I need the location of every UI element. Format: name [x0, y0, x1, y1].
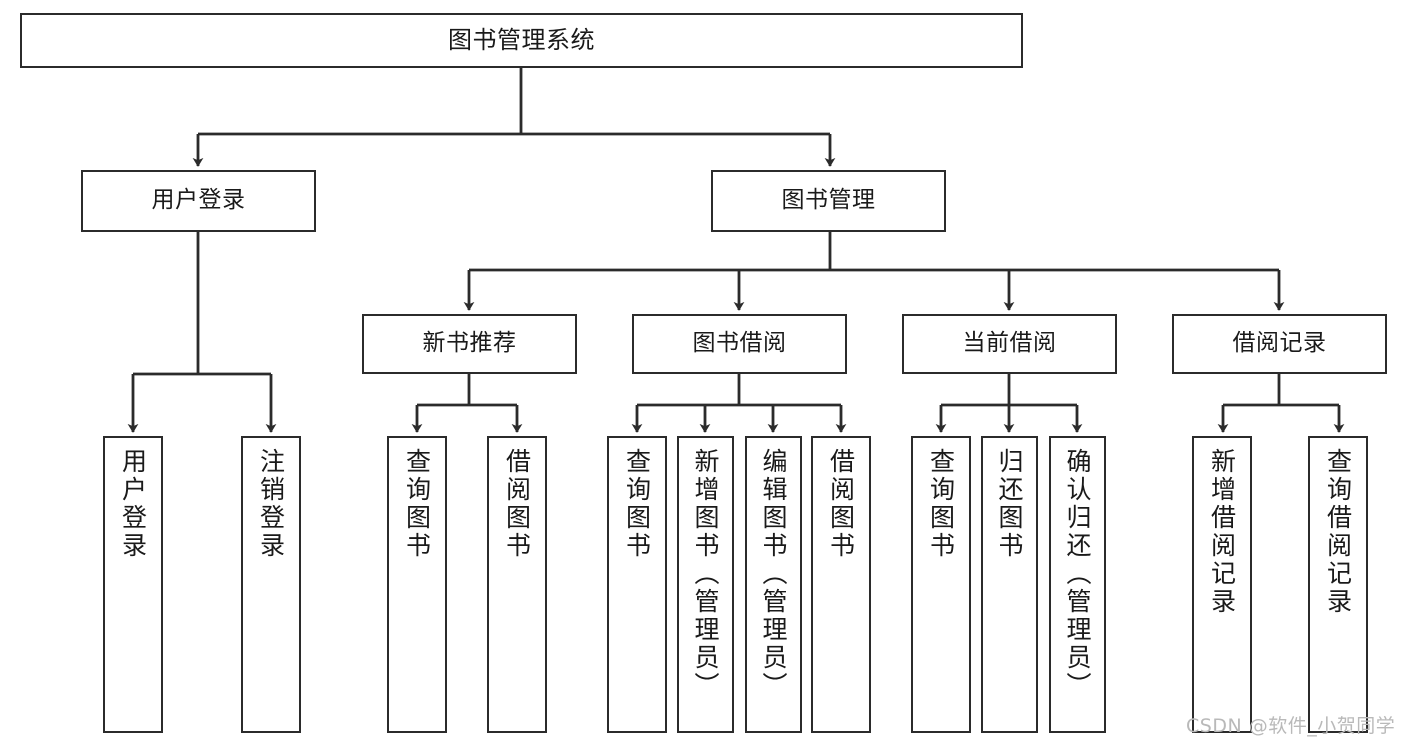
node-label: 图书借阅	[692, 330, 787, 357]
csdn-watermark: CSDN @软件_小贺同学	[1186, 715, 1396, 737]
leaf-confirm-return-admin[interactable]: 确认归还（管理员）	[1049, 436, 1106, 733]
node-label: 用户登录	[151, 187, 246, 214]
leaf-query-borrow-record[interactable]: 查询借阅记录	[1308, 436, 1368, 733]
node-book-borrow[interactable]: 图书借阅	[632, 314, 847, 374]
leaf-return-book[interactable]: 归还图书	[981, 436, 1038, 733]
node-label: 图书管理系统	[448, 26, 595, 55]
node-label: 注销登录	[256, 448, 286, 560]
node-label: 新书推荐	[422, 330, 517, 357]
leaf-query-book-current[interactable]: 查询图书	[911, 436, 971, 733]
leaf-add-book-admin[interactable]: 新增图书（管理员）	[677, 436, 734, 733]
node-root-book-management-system[interactable]: 图书管理系统	[20, 13, 1023, 68]
node-label: 编辑图书（管理员）	[759, 448, 788, 700]
leaf-borrow-book-borrow[interactable]: 借阅图书	[811, 436, 871, 733]
node-label: 确认归还（管理员）	[1063, 448, 1092, 700]
node-label: 新增借阅记录	[1207, 448, 1237, 616]
node-label: 借阅图书	[502, 448, 532, 560]
leaf-logout-login[interactable]: 注销登录	[241, 436, 301, 733]
node-current-borrow[interactable]: 当前借阅	[902, 314, 1117, 374]
leaf-add-borrow-record[interactable]: 新增借阅记录	[1192, 436, 1252, 733]
node-label: 借阅图书	[826, 448, 856, 560]
leaf-user-login[interactable]: 用户登录	[103, 436, 163, 733]
node-book-manage[interactable]: 图书管理	[711, 170, 946, 232]
leaf-query-book-borrow[interactable]: 查询图书	[607, 436, 667, 733]
node-label: 归还图书	[995, 448, 1024, 560]
node-label: 查询借阅记录	[1323, 448, 1353, 616]
node-label: 当前借阅	[962, 330, 1057, 357]
node-label: 查询图书	[402, 448, 432, 560]
leaf-query-book-recommend[interactable]: 查询图书	[387, 436, 447, 733]
node-user-login[interactable]: 用户登录	[81, 170, 316, 232]
node-borrow-record[interactable]: 借阅记录	[1172, 314, 1387, 374]
node-label: 查询图书	[926, 448, 956, 560]
node-label: 用户登录	[118, 448, 148, 560]
node-label: 图书管理	[781, 187, 876, 214]
node-label: 新增图书（管理员）	[691, 448, 720, 700]
leaf-edit-book-admin[interactable]: 编辑图书（管理员）	[745, 436, 802, 733]
node-label: 查询图书	[622, 448, 652, 560]
leaf-borrow-book-recommend[interactable]: 借阅图书	[487, 436, 547, 733]
node-label: 借阅记录	[1232, 330, 1327, 357]
node-new-book-recommend[interactable]: 新书推荐	[362, 314, 577, 374]
